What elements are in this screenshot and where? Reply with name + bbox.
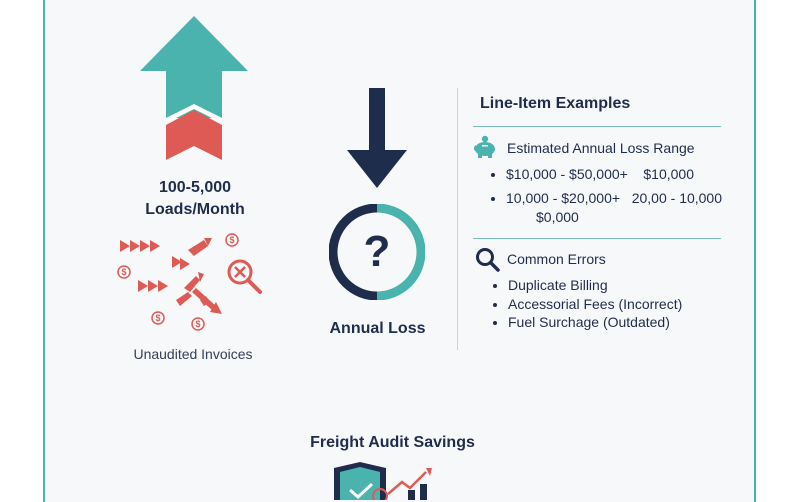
- error-accessorial-fees: Accessorial Fees (Incorrect): [508, 295, 683, 312]
- loss-range-item-continuation: $0,000: [536, 209, 579, 225]
- loads-per-month-label: 100-5,000 Loads/Month: [100, 177, 290, 221]
- savings-shield-chart-icon: [334, 462, 432, 500]
- svg-text:$: $: [195, 319, 200, 329]
- chevron-arrows-icon: [138, 280, 168, 292]
- error-duplicate-billing: Duplicate Billing: [508, 277, 608, 293]
- list-item: Fuel Surchage (Outdated): [508, 313, 738, 332]
- unaudited-invoices-label: Unaudited Invoices: [133, 346, 253, 362]
- piggy-bank-icon: [474, 135, 495, 158]
- scattered-invoices-illustration: $ $ $ $: [117, 233, 262, 331]
- svg-text:$: $: [121, 267, 126, 277]
- list-item: $10,000 - $50,000+ $10,000: [506, 165, 738, 184]
- down-arrow-icon: [347, 88, 407, 188]
- freight-audit-savings-title: Freight Audit Savings: [310, 434, 475, 451]
- search-icon: [476, 248, 500, 272]
- dollar-coin-icon: [117, 233, 239, 331]
- list-item: 10,000 - $20,000+ 20,00 - 10,000: [506, 189, 738, 208]
- common-errors-heading: Common Errors: [507, 251, 606, 267]
- common-errors-list: Duplicate Billing Accessorial Fees (Inco…: [490, 276, 738, 332]
- question-circle-icon: [329, 204, 425, 300]
- loads-unit: Loads/Month: [145, 201, 245, 218]
- up-arrow-icon: [140, 16, 248, 160]
- column-divider: [457, 88, 458, 350]
- loss-range-item-2: 10,000 - $20,000+ 20,00 - 10,000: [506, 189, 723, 206]
- loads-range: 100-5,000: [158, 179, 232, 196]
- magnifier-error-icon: [227, 259, 262, 294]
- infographic-frame: [43, 0, 756, 502]
- loss-range-heading: Estimated Annual Loss Range: [507, 140, 695, 156]
- loss-range-list: $10,000 - $50,000+ $10,000 10,000 - $20,…: [488, 165, 738, 207]
- list-item: Duplicate Billing: [508, 276, 738, 295]
- chevron-arrows-icon: [120, 240, 160, 252]
- svg-text:$: $: [155, 313, 160, 323]
- section-divider: [473, 238, 721, 239]
- loss-range-item-1: $10,000 - $50,000+ $10,000: [506, 166, 694, 182]
- trend-up-arrow-icon: [387, 471, 427, 495]
- line-item-examples-title: Line-Item Examples: [480, 95, 631, 112]
- title-divider: [473, 126, 721, 127]
- question-mark: ?: [363, 227, 391, 276]
- error-fuel-surcharge: Fuel Surchage (Outdated): [508, 314, 670, 330]
- annual-loss-label: Annual Loss: [329, 320, 426, 337]
- list-item: Accessorial Fees (Incorrect): [508, 295, 738, 314]
- svg-text:$: $: [229, 235, 234, 245]
